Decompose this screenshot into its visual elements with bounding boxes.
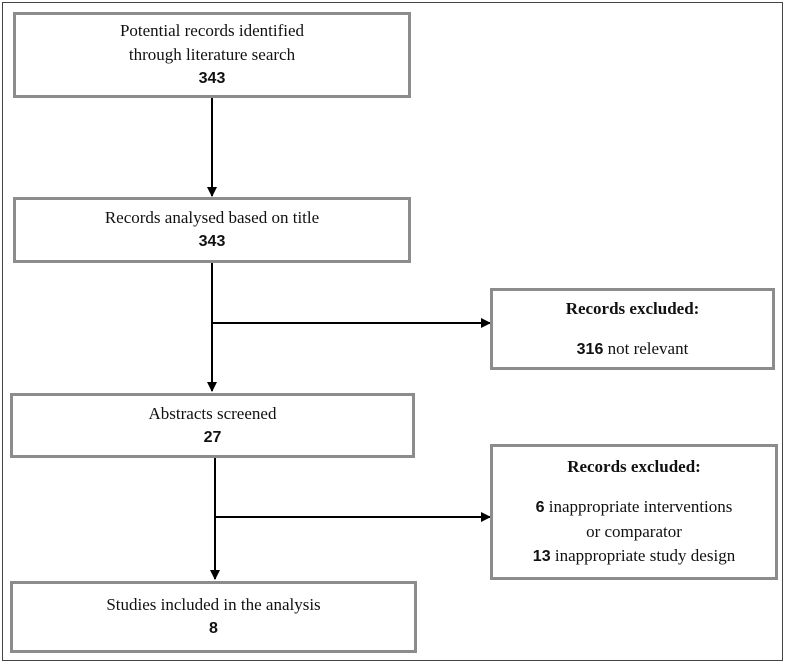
title-analysis-text: Records analysed based on title — [104, 208, 320, 227]
box-exclusion-1: Records excluded: 316 not relevant — [490, 288, 775, 370]
box-exclusion-2: Records excluded: 6 inappropriate interv… — [490, 444, 778, 580]
exclusion-2-count-a: 6 — [535, 499, 545, 516]
exclusion-2-reason-a: inappropriate interventions — [548, 497, 733, 516]
box-abstracts: Abstracts screened 27 — [10, 393, 415, 458]
exclusion-2-line-a: 6 inappropriate interventions — [536, 495, 733, 520]
included-text: Studies included in the analysis — [106, 595, 321, 614]
identified-line2: through literature search — [128, 45, 296, 64]
exclusion-1-reason: not relevant — [607, 338, 689, 358]
box-included: Studies included in the analysis 8 — [10, 581, 417, 653]
included-count: 8 — [209, 620, 218, 637]
box-title-analysis: Records analysed based on title 343 — [13, 197, 411, 263]
exclusion-2-count-b: 13 — [532, 548, 551, 565]
box-identified: Potential records identified through lit… — [13, 12, 411, 98]
exclusion-1-count: 316 — [576, 340, 604, 358]
exclusion-2-reason-a2: or comparator — [586, 522, 682, 541]
exclusion-1-line: 316 not relevant — [577, 337, 689, 362]
abstracts-count: 27 — [203, 428, 222, 446]
identified-line1: Potential records identified — [119, 21, 305, 40]
identified-count: 343 — [198, 70, 226, 87]
title-analysis-count: 343 — [198, 233, 226, 250]
exclusion-2-line-b: 13 inappropriate study design — [533, 544, 735, 569]
exclusion-2-title: Records excluded: — [567, 457, 701, 476]
exclusion-1-title: Records excluded: — [565, 298, 700, 318]
abstracts-text: Abstracts screened — [148, 403, 277, 423]
exclusion-2-reason-b: inappropriate study design — [554, 546, 736, 565]
